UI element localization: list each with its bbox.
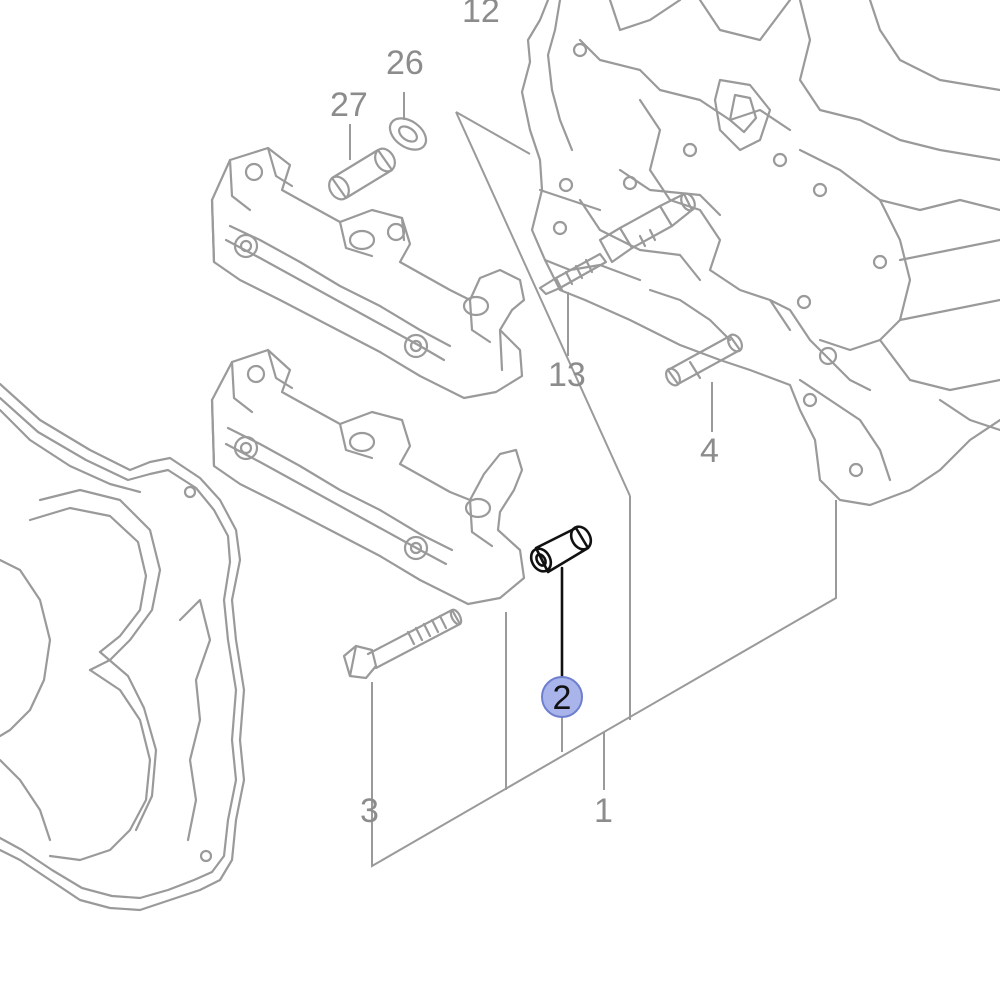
highlight-badge[interactable] (541, 676, 583, 718)
spark-plug (538, 192, 696, 296)
bolt (342, 608, 463, 680)
callout-3: 3 (360, 792, 379, 830)
callout-1: 1 (594, 792, 613, 830)
callout-26: 26 (386, 44, 424, 82)
dowel-pin (665, 333, 743, 387)
callouts: 12 26 27 13 4 2 3 1 (330, 0, 719, 830)
sleeve (328, 147, 396, 201)
valve-cover (0, 382, 246, 912)
camshaft-holder-lower (210, 348, 526, 606)
camshaft-holder-upper (210, 146, 526, 400)
callout-12: 12 (462, 0, 500, 30)
callout-27: 27 (330, 86, 368, 124)
leader-lines (349, 92, 837, 868)
callout-13: 13 (548, 356, 586, 394)
washer (388, 117, 428, 151)
callout-4: 4 (700, 432, 719, 470)
dowel-sleeve-highlighted (529, 525, 593, 574)
engine-block (520, 0, 1000, 507)
callout-2[interactable]: 2 (553, 679, 572, 717)
